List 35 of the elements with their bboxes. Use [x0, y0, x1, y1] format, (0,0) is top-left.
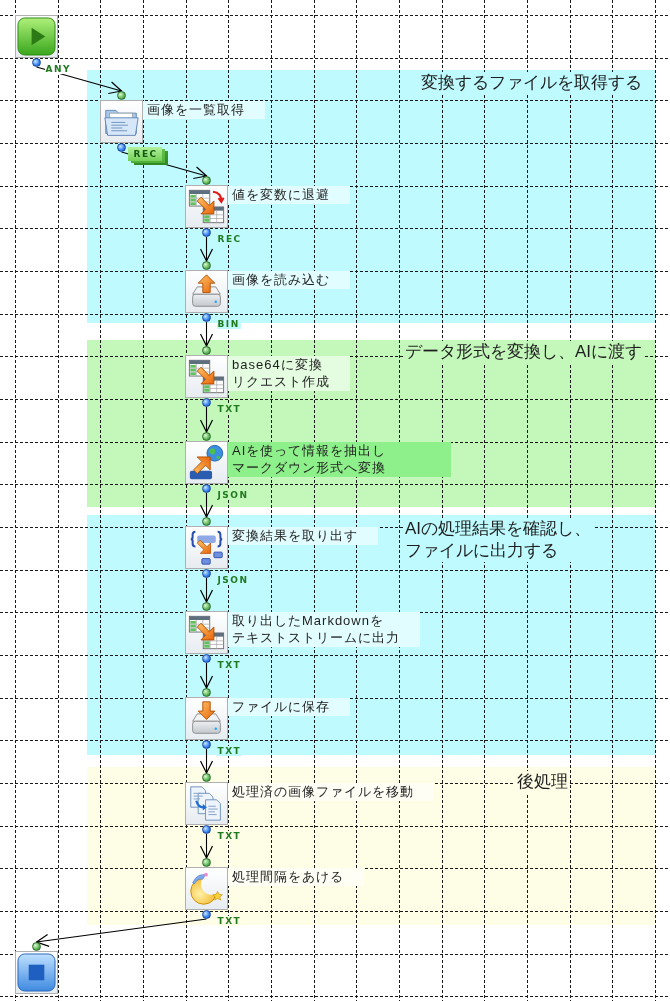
- group-title: 後処理: [515, 771, 570, 793]
- data-type-label: TXT: [216, 403, 243, 414]
- data-type-label: TXT: [216, 830, 243, 841]
- step-label: ファイルに保存: [228, 698, 350, 716]
- flow-arrow: [199, 406, 214, 433]
- data-type-label: TXT: [216, 745, 243, 756]
- data-type-label: REC: [216, 233, 243, 244]
- flow-arrow: [199, 833, 214, 859]
- data-type-label: TXT: [216, 915, 243, 926]
- group-title: データ形式を変換し、AIに渡す: [403, 341, 645, 363]
- step-label: 取り出したMarkdownをテキストストリームに出力: [228, 612, 420, 647]
- data-type-label: TXT: [216, 659, 243, 670]
- flow-arrow: [199, 662, 214, 689]
- step-label: AIを使って情報を抽出しマークダウン形式へ変換: [228, 442, 451, 477]
- flow-arrow: [199, 321, 214, 347]
- group-band: [87, 515, 655, 755]
- data-type-label: JSON: [216, 489, 250, 500]
- step-label: 画像を一覧取得: [143, 101, 265, 119]
- flow-arrow: [199, 236, 214, 262]
- flow-arrow: [35, 918, 208, 947]
- group-band: [87, 767, 655, 925]
- step-label: 処理間隔をあける: [228, 868, 364, 886]
- step-label: 値を変数に退避: [228, 186, 350, 204]
- step-label: 変換結果を取り出す: [228, 527, 378, 545]
- data-type-label: BIN: [216, 318, 241, 329]
- group-band: [87, 340, 655, 507]
- group-title: AIの処理結果を確認し、ファイルに出力する: [403, 518, 594, 562]
- data-type-label: JSON: [216, 574, 250, 585]
- flow-arrow: [199, 577, 214, 603]
- flow-arrow: [199, 748, 214, 774]
- step-label: 処理済の画像ファイルを移動: [228, 783, 434, 801]
- flow-arrow: [199, 492, 214, 518]
- data-type-label: ANY: [44, 63, 72, 74]
- step-label: base64に変換リクエスト作成: [228, 356, 350, 391]
- step-label: 画像を読み込む: [228, 271, 350, 289]
